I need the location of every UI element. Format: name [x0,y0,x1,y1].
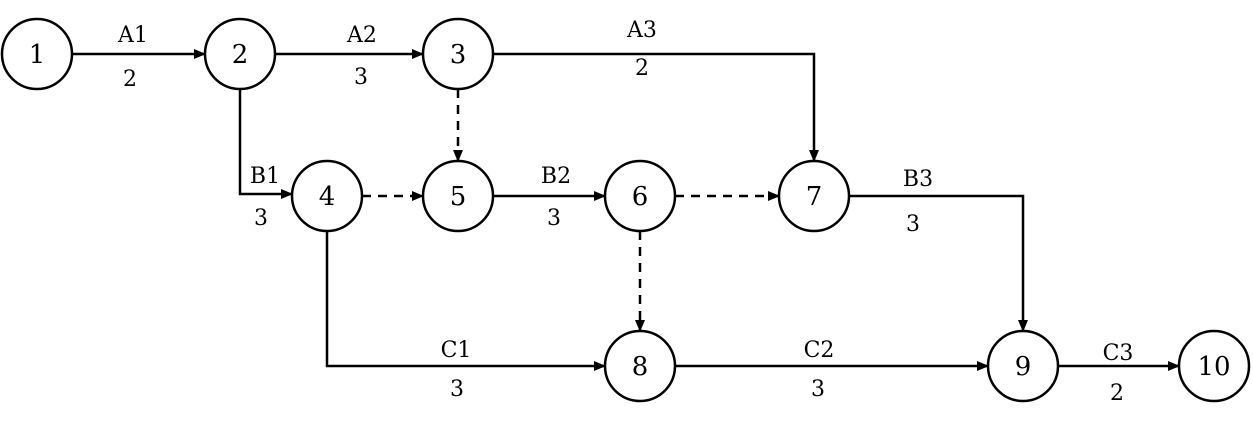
activity-duration-4-8: 3 [450,377,464,402]
activity-arrow-2-4 [238,89,293,199]
node-7: 7 [777,159,851,233]
activity-name-5-6: B2 [541,164,571,189]
activity-name-2-3: A2 [346,23,377,48]
node-label-1: 1 [29,40,46,70]
activity-name-1-2: A1 [117,23,148,48]
activity-duration-1-2: 2 [123,67,137,92]
node-3: 3 [421,17,495,91]
node-9: 9 [986,329,1060,403]
node-circle-5 [421,159,495,233]
node-label-3: 3 [450,40,467,70]
activity-arrow-3-7 [493,52,819,162]
activity-duration-5-6: 3 [547,206,561,231]
activity-name-4-8: C1 [441,338,472,363]
node-5: 5 [421,159,495,233]
activity-name-7-9: B3 [903,167,933,192]
node-label-2: 2 [232,40,249,70]
activity-arrow-7-9 [849,194,1028,332]
activity-name-9-10: C3 [1103,341,1134,366]
node-circle-2 [203,17,277,91]
node-4: 4 [290,159,364,233]
node-circle-4 [290,159,364,233]
node-label-9: 9 [1015,352,1032,382]
node-label-6: 6 [632,182,649,212]
node-circle-3 [421,17,495,91]
node-label-5: 5 [450,182,467,212]
node-2: 2 [203,17,277,91]
node-circle-7 [777,159,851,233]
node-6: 6 [603,159,677,233]
nodes-layer: 1 2 3 4 5 6 7 8 9 10 [0,17,1251,403]
node-circle-1 [0,17,74,91]
node-8: 8 [603,329,677,403]
node-1: 1 [0,17,74,91]
activity-name-3-7: A3 [626,18,657,43]
activity-duration-7-9: 3 [906,212,920,237]
activity-duration-2-3: 3 [354,65,368,90]
edges-layer [72,49,1180,371]
node-10: 10 [1177,329,1251,403]
activity-name-2-4: B1 [250,164,280,189]
activity-duration-2-4: 3 [254,206,268,231]
activity-duration-9-10: 2 [1110,381,1124,406]
node-label-8: 8 [632,352,649,382]
node-label-4: 4 [319,182,336,212]
activity-arrow-4-8 [325,231,606,371]
node-label-7: 7 [806,182,823,212]
node-circle-9 [986,329,1060,403]
node-label-10: 10 [1197,352,1230,382]
node-circle-10 [1177,329,1251,403]
activity-duration-8-9: 3 [811,377,825,402]
activity-name-8-9: C2 [804,338,835,363]
node-circle-6 [603,159,677,233]
activity-duration-3-7: 2 [635,56,649,81]
node-circle-8 [603,329,677,403]
